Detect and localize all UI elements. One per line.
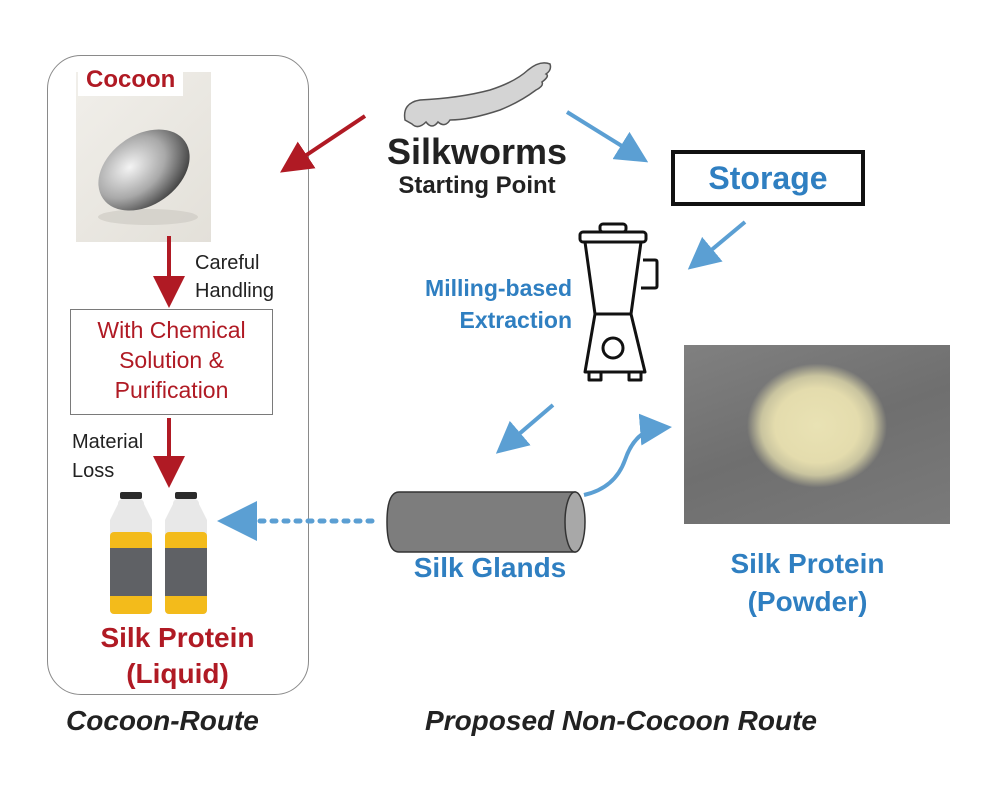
liquid-label-line2: (Liquid) [126, 658, 229, 689]
material-loss-note: Material Loss [72, 431, 144, 482]
non-cocoon-route-title: Proposed Non-Cocoon Route [425, 705, 817, 736]
milling-extraction-label: Milling-based Extraction [392, 272, 572, 336]
arrow-silkworm-to-storage [565, 110, 649, 163]
silk-gland-cylinder [386, 491, 586, 553]
bottle-icon [110, 492, 152, 614]
silk-protein-liquid-label: Silk Protein (Liquid) [60, 620, 295, 692]
silk-protein-powder-label: Silk Protein (Powder) [700, 545, 915, 621]
chemical-purification-box: With Chemical Solution & Purification [70, 309, 273, 415]
chemical-purification-text: With Chemical Solution & Purification [97, 317, 246, 403]
cocoon-image [76, 72, 211, 242]
milling-line1: Milling-based [425, 275, 572, 301]
bottles-icon [110, 492, 207, 614]
arrow-glands-to-powder [583, 413, 672, 497]
cocoon-label: Cocoon [78, 66, 184, 96]
blender-icon [578, 222, 659, 382]
silkworms-title: Silkworms [386, 131, 568, 172]
liquid-label-line1: Silk Protein [100, 622, 255, 653]
powder-label-line2: (Powder) [747, 586, 868, 617]
storage-box: Storage [671, 150, 865, 206]
arrow-storage-to-blender [687, 220, 747, 270]
bottle-icon [165, 492, 207, 614]
milling-line2: Extraction [459, 307, 572, 333]
storage-label: Storage [708, 160, 828, 196]
cocoon-icon [98, 129, 198, 225]
starting-point-subtitle: Starting Point [398, 172, 556, 199]
careful-handling-note: Careful Handling [195, 252, 274, 302]
cocoon-route-title: Cocoon-Route [66, 705, 259, 736]
powder-image [684, 345, 950, 524]
silkworm-icon [403, 62, 552, 128]
arrow-blender-to-glands [495, 403, 555, 454]
silk-glands-label: Silk Glands [413, 552, 567, 583]
powder-label-line1: Silk Protein [730, 548, 885, 579]
arrow-silkworm-to-cocoon [280, 114, 367, 173]
